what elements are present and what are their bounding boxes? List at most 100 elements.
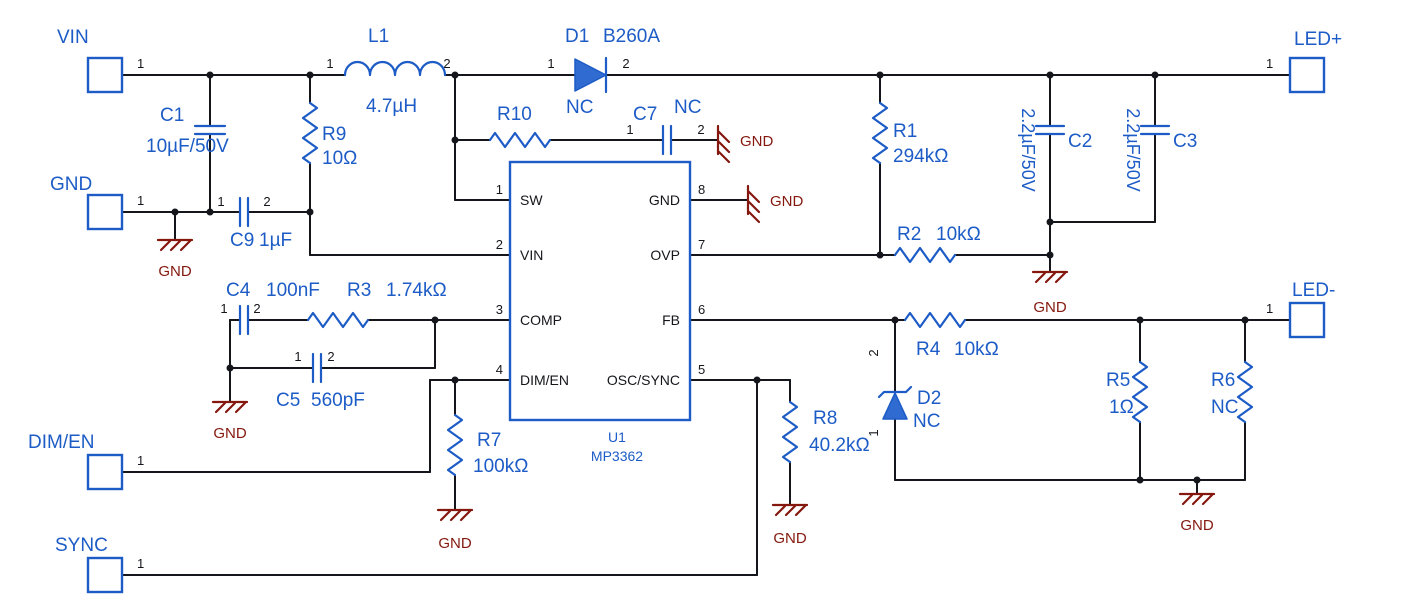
port-vin: VIN 1 bbox=[57, 27, 144, 94]
ic-pin-number-2: 2 bbox=[496, 237, 503, 252]
ic-body bbox=[508, 160, 692, 422]
junction-dots bbox=[171, 71, 1249, 484]
gnd-label: GND bbox=[213, 425, 247, 442]
r10-value-label: NC bbox=[566, 97, 593, 118]
component-d1: D1 B260A 1 2 bbox=[547, 26, 660, 94]
gnd-stroke bbox=[156, 238, 194, 252]
gnd-label: GND bbox=[1033, 299, 1067, 316]
component-d2: D2 NC 2 1 bbox=[866, 349, 941, 436]
r10-ref-label: R10 bbox=[497, 104, 532, 125]
zener-cathode-bar bbox=[877, 385, 913, 399]
gnd-label: GND bbox=[770, 193, 804, 210]
d1-pin1-number: 1 bbox=[547, 56, 554, 71]
r1-ref-label: R1 bbox=[893, 121, 917, 142]
port-led-minus-pin-number: 1 bbox=[1266, 301, 1273, 316]
junction-dot bbox=[1151, 71, 1159, 79]
ic-pin-number-6: 6 bbox=[698, 302, 705, 317]
gnd-symbol-input: GND bbox=[156, 238, 194, 280]
r7-ref-label: R7 bbox=[477, 430, 501, 451]
component-c2: C2 2.2µF/50V bbox=[1018, 108, 1092, 191]
c4-value-label: 100nF bbox=[266, 280, 320, 301]
gnd-symbol-ovp: GND bbox=[1031, 270, 1069, 316]
resistor-body bbox=[871, 101, 889, 165]
ic-pin-number-4: 4 bbox=[496, 362, 503, 377]
port-sync-pin-number: 1 bbox=[137, 556, 144, 571]
c9-ref-label: C9 bbox=[230, 230, 254, 251]
resistor-body bbox=[903, 311, 967, 329]
junction-dot bbox=[1046, 251, 1054, 259]
r5-ref-label: R5 bbox=[1106, 370, 1130, 391]
r9-ref-label: R9 bbox=[322, 124, 346, 145]
component-r1: R1 294kΩ bbox=[871, 101, 948, 167]
port-box bbox=[1288, 301, 1326, 339]
r8-value-label: 40.2kΩ bbox=[809, 435, 870, 456]
r5-value-label: 1Ω bbox=[1109, 397, 1134, 418]
ic-ref-label: U1 bbox=[608, 429, 626, 445]
junction-dot bbox=[1046, 71, 1054, 79]
r7-value-label: 100kΩ bbox=[473, 456, 528, 477]
resistor-body bbox=[893, 246, 957, 264]
ic-pin-number-1: 1 bbox=[496, 182, 503, 197]
port-dim-en-label: DIM/EN bbox=[28, 432, 95, 453]
c9-pin1-number: 1 bbox=[217, 194, 224, 209]
junction-dot bbox=[431, 316, 439, 324]
l1-value-label: 4.7µH bbox=[366, 96, 417, 117]
resistor-body bbox=[306, 311, 370, 329]
c4-ref-label: C4 bbox=[226, 280, 251, 301]
ic-pin-number-5: 5 bbox=[698, 362, 705, 377]
l1-ref-label: L1 bbox=[368, 26, 389, 47]
gnd-stroke bbox=[436, 508, 474, 522]
c2-value-label: 2.2µF/50V bbox=[1018, 108, 1038, 191]
gnd-symbol-r7: GND bbox=[436, 508, 474, 552]
gnd-label: GND bbox=[438, 535, 472, 552]
gnd-stroke bbox=[746, 184, 761, 224]
junction-dot bbox=[1136, 316, 1144, 324]
junction-dot bbox=[306, 208, 314, 216]
d1-value-label: B260A bbox=[603, 26, 660, 47]
c1-value-label: 10µF/50V bbox=[146, 136, 229, 157]
r3-ref-label: R3 bbox=[347, 280, 371, 301]
ic-pin-name-ovp: OVP bbox=[650, 247, 680, 263]
component-r4: R4 10kΩ bbox=[903, 311, 999, 360]
gnd-label: GND bbox=[1180, 517, 1214, 534]
r8-ref-label: R8 bbox=[813, 408, 837, 429]
component-r9: R9 10Ω bbox=[301, 101, 357, 169]
port-box bbox=[86, 453, 124, 491]
r1-value-label: 294kΩ bbox=[893, 146, 948, 167]
junction-dot bbox=[206, 71, 214, 79]
d2-pin1-number: 1 bbox=[866, 429, 881, 436]
component-r5: R5 1Ω bbox=[1106, 360, 1149, 424]
c4-pin2-number: 2 bbox=[253, 301, 260, 316]
junction-dot bbox=[1046, 218, 1054, 226]
port-led-plus-label: LED+ bbox=[1294, 29, 1342, 50]
d1-ref-label: D1 bbox=[565, 26, 589, 47]
port-gnd-pin-number: 1 bbox=[137, 193, 144, 208]
c5-value-label: 560pF bbox=[311, 390, 365, 411]
gnd-symbol-pin8: GND bbox=[746, 184, 804, 224]
l1-pin2-number: 2 bbox=[443, 56, 450, 71]
junction-dot bbox=[206, 208, 214, 216]
zener-body bbox=[882, 392, 908, 420]
r6-ref-label: R6 bbox=[1211, 370, 1235, 391]
c7-value-label: NC bbox=[674, 97, 701, 118]
component-r3: R3 1.74kΩ bbox=[306, 280, 447, 329]
wires bbox=[121, 74, 1291, 576]
c7-pin2-number: 2 bbox=[697, 122, 704, 137]
c3-ref-label: C3 bbox=[1173, 131, 1197, 152]
r2-ref-label: R2 bbox=[897, 224, 921, 245]
ic-pin-name-gnd: GND bbox=[649, 192, 680, 208]
gnd-stroke bbox=[1031, 270, 1069, 284]
component-c9: C9 1µF 1 2 bbox=[217, 194, 292, 251]
junction-dot bbox=[753, 376, 761, 384]
gnd-label: GND bbox=[158, 263, 192, 280]
component-c7: C7 NC 1 2 bbox=[626, 97, 705, 156]
junction-dot bbox=[1193, 476, 1201, 484]
r4-ref-label: R4 bbox=[916, 339, 941, 360]
component-c1: C1 10µF/50V bbox=[146, 105, 229, 157]
ic-pin-name-fb: FB bbox=[662, 312, 680, 328]
ic-pin-name-vin: VIN bbox=[520, 247, 543, 263]
junction-dot bbox=[891, 316, 899, 324]
gnd-stroke bbox=[716, 124, 731, 164]
